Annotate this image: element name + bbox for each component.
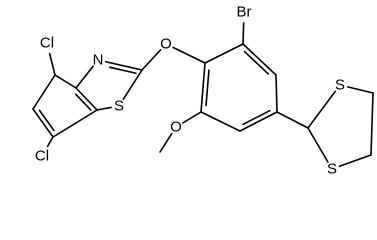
atom-label-cl1: Cl [40, 35, 54, 52]
bond-lines [32, 22, 374, 168]
bond-c2-o1 [141, 49, 162, 71]
bond-n1-c2 [105, 60, 143, 71]
bond-s1-c7a [96, 106, 112, 111]
atom-label-s3: S [327, 161, 337, 178]
bond-c5-c6 [32, 108, 54, 138]
bond-c5-c6-second-line [38, 109, 55, 132]
bond-p6-o2 [182, 111, 202, 124]
bond-d4-d5 [370, 92, 374, 156]
bond-p2-p3-second-line [243, 50, 270, 75]
bond-d5-s3 [338, 154, 372, 168]
atom-label-s2: S [335, 77, 345, 94]
bond-p4-p5-second-line [242, 109, 271, 126]
bond-c7a-c3a-second-line [74, 93, 92, 111]
bond-p1-p2 [204, 43, 244, 64]
atom-label-cl2: Cl [35, 148, 49, 165]
bond-c7-c7a [75, 109, 98, 124]
bond-o2-me [159, 132, 173, 153]
bond-c4-cl1 [48, 52, 56, 76]
bond-p5-p6 [200, 111, 241, 132]
atom-label-o2: O [170, 119, 182, 136]
bond-p3-p4 [275, 74, 278, 113]
atom-label-s1: S [114, 98, 124, 115]
bond-c2-s1 [122, 69, 143, 101]
bond-p6-p1-second-line [205, 69, 210, 107]
bond-d1-s2 [307, 90, 337, 129]
bond-c6-cl2 [46, 136, 54, 148]
bond-c3a-n1 [75, 65, 94, 89]
atom-label-o1: O [160, 36, 172, 53]
bond-s2-d4 [346, 86, 374, 94]
bond-p4-d1 [276, 111, 309, 129]
bond-c4-c5 [32, 74, 56, 110]
bond-p2-p3 [242, 43, 277, 76]
bond-p4-p5 [239, 111, 278, 132]
bond-o1-p1 [172, 46, 206, 64]
bond-n1-c2-second-line [109, 66, 137, 75]
bond-d1-s3 [307, 127, 329, 163]
bond-c6-c7 [52, 122, 77, 138]
bond-p2-br1 [242, 22, 245, 45]
atom-label-br1: Br [237, 4, 252, 21]
bond-c3a-c4 [54, 74, 77, 89]
atom-label-n1: N [93, 52, 104, 69]
bond-p6-p1 [200, 62, 206, 113]
bond-c7a-c3a [75, 87, 98, 111]
